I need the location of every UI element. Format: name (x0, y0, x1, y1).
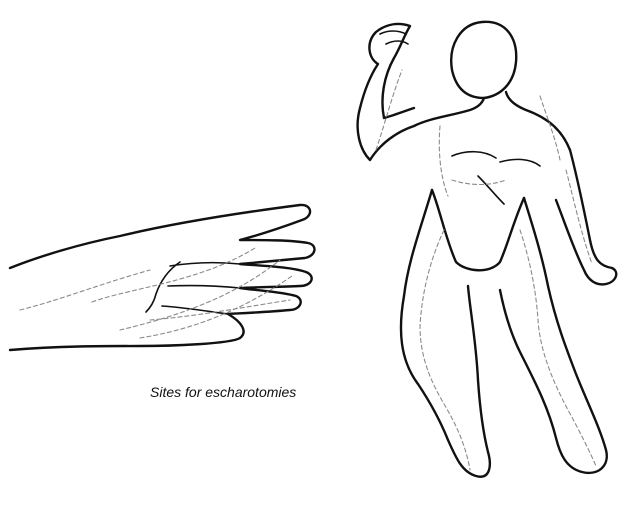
chest-detail-lines (452, 152, 540, 204)
head-outline (451, 22, 516, 98)
right-arm-outline (556, 150, 616, 284)
figure-caption: Sites for escharotomies (150, 384, 296, 400)
torso-outline (414, 92, 570, 270)
